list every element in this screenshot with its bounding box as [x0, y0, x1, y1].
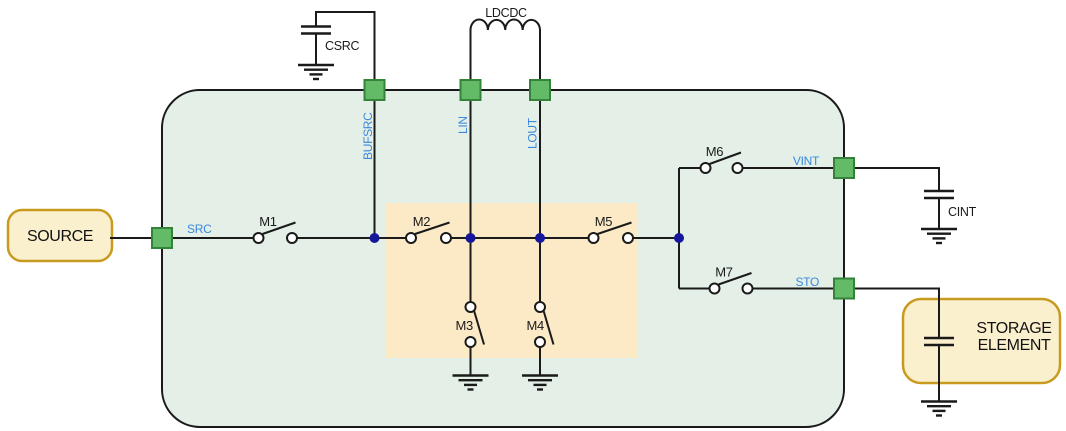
switch-m6-label: M6: [706, 144, 724, 159]
pin-lin: [459, 79, 482, 101]
wire-storage: [844, 287, 940, 402]
pin-bufsrc: [363, 79, 386, 101]
pin-vint-label: VINT: [793, 154, 820, 168]
switch-m7: [708, 272, 754, 295]
capacitor-cint: [844, 167, 959, 245]
ground-symbol-cint: [919, 227, 959, 245]
storage-element-box: [901, 297, 1062, 385]
switch-m5: [587, 221, 634, 244]
switch-m4-label: M4: [527, 318, 545, 333]
junction-dot-bufsrc: [369, 233, 380, 243]
pin-lin-label: LIN: [456, 116, 470, 134]
switch-m5-label: M5: [595, 214, 613, 229]
junction-dot-lout: [535, 233, 545, 243]
cint-label: CINT: [948, 205, 977, 219]
switch-m4: [534, 301, 555, 348]
pin-src-label: SRC: [187, 222, 212, 236]
pin-bufsrc-label: BUFSRC: [361, 112, 375, 160]
switch-m1-label: M1: [259, 214, 277, 229]
storage-box-label-line2: ELEMENT: [978, 337, 1051, 354]
switch-m3-label: M3: [456, 318, 474, 333]
capacitor-storage: [844, 287, 959, 417]
switch-m2: [405, 221, 452, 244]
switch-m3: [464, 301, 485, 348]
storage-box-label-line1: STORAGE: [976, 320, 1051, 337]
pin-lout-label: LOUT: [526, 117, 540, 149]
inductor-ldcdc: [469, 18, 541, 80]
ground-symbol-storage: [919, 400, 959, 417]
junction-dot-branch: [674, 233, 684, 243]
source-box: [6, 208, 114, 263]
pin-sto: [833, 277, 855, 300]
ground-symbol-csrc: [296, 63, 336, 81]
storage-plates: [924, 336, 954, 347]
switch-m1: [252, 221, 298, 244]
wire-csrc: [315, 11, 376, 90]
pin-lout: [529, 79, 551, 101]
switch-m6: [699, 151, 744, 174]
switch-m7-label: M7: [715, 265, 733, 280]
wire-cint: [844, 167, 940, 229]
capacitor-csrc: [296, 11, 376, 90]
pin-src: [151, 227, 173, 249]
switch-m2-label: M2: [413, 214, 431, 229]
junction-dot-lin: [465, 233, 476, 243]
cint-plates: [924, 189, 954, 200]
pin-sto-label: STO: [795, 275, 819, 289]
source-box-label: SOURCE: [27, 228, 93, 245]
highlight-region: [385, 203, 637, 358]
csrc-plates: [301, 25, 331, 35]
pin-vint: [833, 157, 855, 179]
ldcdc-label: LDCDC: [485, 6, 527, 20]
csrc-label: CSRC: [325, 39, 359, 53]
